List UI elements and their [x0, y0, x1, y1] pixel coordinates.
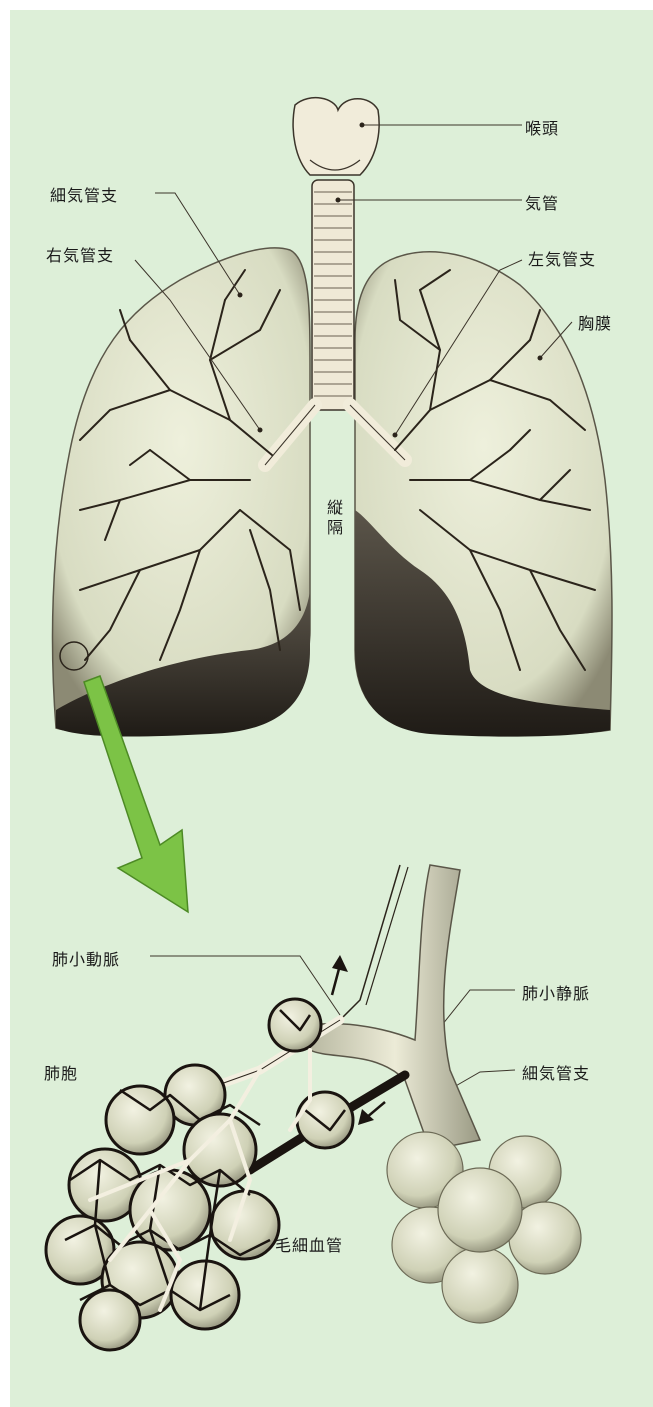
- trachea-tube: [312, 180, 354, 410]
- alveoli-cluster: [46, 999, 353, 1350]
- label-larynx: 喉頭: [525, 115, 559, 139]
- label-left-bronchus: 左気管支: [528, 246, 596, 270]
- label-capillary: 毛細血管: [275, 1232, 343, 1256]
- label-right-bronchus: 右気管支: [46, 242, 114, 266]
- left-lung: [355, 252, 612, 737]
- label-trachea: 気管: [525, 190, 559, 214]
- diagram-sheet: 喉頭 細気管支 気管 右気管支 左気管支 胸膜 縦隔 肺小動脈 肺小静脈 肺胞 …: [10, 10, 653, 1407]
- up-arrow-icon: [332, 955, 348, 995]
- bronchiole-detail: [310, 865, 581, 1323]
- label-mediastinum: 縦隔: [326, 498, 344, 538]
- label-bronchiole-bottom: 細気管支: [522, 1060, 590, 1084]
- alveolar-sac-right: [387, 1132, 581, 1323]
- label-alveolus: 肺胞: [44, 1060, 78, 1084]
- lung-illustration: [10, 10, 653, 1407]
- label-pulmonary-venule: 肺小静脈: [522, 980, 590, 1004]
- right-lung: [53, 248, 310, 737]
- label-pulmonary-arteriole: 肺小動脈: [52, 946, 120, 970]
- larynx-shape: [293, 98, 379, 175]
- label-pleura: 胸膜: [578, 310, 612, 334]
- label-bronchiole-top: 細気管支: [50, 182, 118, 206]
